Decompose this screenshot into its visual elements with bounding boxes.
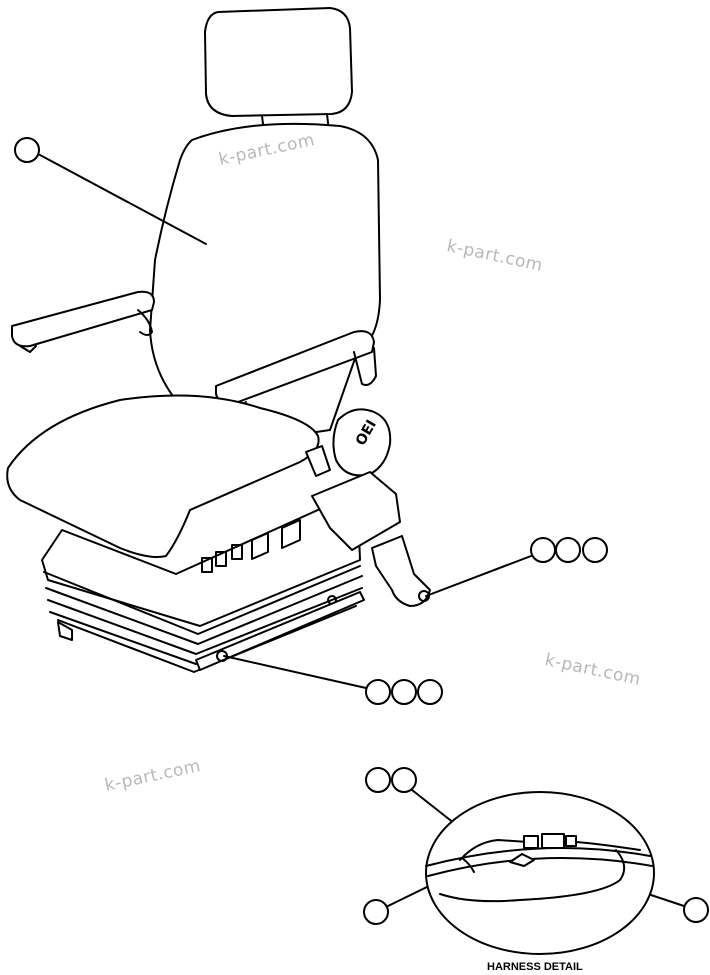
headrest: [204, 7, 353, 133]
callout-belt-1: [530, 537, 556, 563]
harness-detail: [425, 791, 655, 955]
callout-harness-2: [391, 767, 417, 793]
callout-harness-3: [363, 899, 389, 925]
suspension-base: [41, 499, 363, 673]
callout-rail-2: [391, 679, 417, 705]
callout-rail-3: [417, 679, 443, 705]
seat-cushion: [6, 394, 320, 558]
callout-belt-2: [555, 537, 581, 563]
callout-belt-3: [582, 537, 608, 563]
callout-harness-4: [683, 897, 709, 923]
callout-seat-back: [14, 137, 40, 163]
harness-detail-caption: HARNESS DETAIL: [487, 961, 583, 973]
left-armrest: [11, 290, 155, 353]
callout-harness-1: [365, 767, 391, 793]
callout-rail-1: [365, 679, 391, 705]
seat-belt: OEI: [305, 408, 431, 607]
